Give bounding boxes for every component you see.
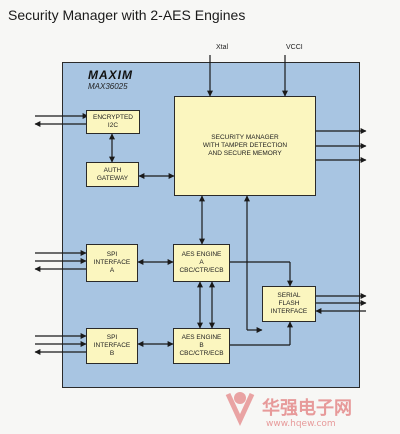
watermark-text: 华强电子网 xyxy=(262,398,352,419)
spi-interface-b-block: SPI INTERFACE B xyxy=(86,328,138,364)
serial-flash-interface-block: SERIAL FLASH INTERFACE xyxy=(262,286,316,322)
xtal-pin-label: Xtal xyxy=(216,44,229,51)
encrypted-i2c-block: ENCRYPTED I2C xyxy=(86,110,140,134)
watermark-url: www.hqew.com xyxy=(266,419,336,429)
part-number: MAX36025 xyxy=(88,82,128,91)
aes-engine-b-block: AES ENGINE B CBC/CTR/ECB xyxy=(173,328,230,364)
spi-interface-a-block: SPI INTERFACE A xyxy=(86,244,138,282)
security-manager-block: SECURITY MANAGER WITH TAMPER DETECTION A… xyxy=(174,96,316,196)
watermark-logo xyxy=(225,392,255,426)
maxim-logo: MAXIM xyxy=(88,68,133,82)
aes-engine-a-block: AES ENGINE A CBC/CTR/ECB xyxy=(173,244,230,282)
auth-gateway-block: AUTH GATEWAY xyxy=(86,162,139,187)
diagram-title: Security Manager with 2-AES Engines xyxy=(8,7,246,23)
vcci-pin-label: VCCI xyxy=(286,44,303,51)
